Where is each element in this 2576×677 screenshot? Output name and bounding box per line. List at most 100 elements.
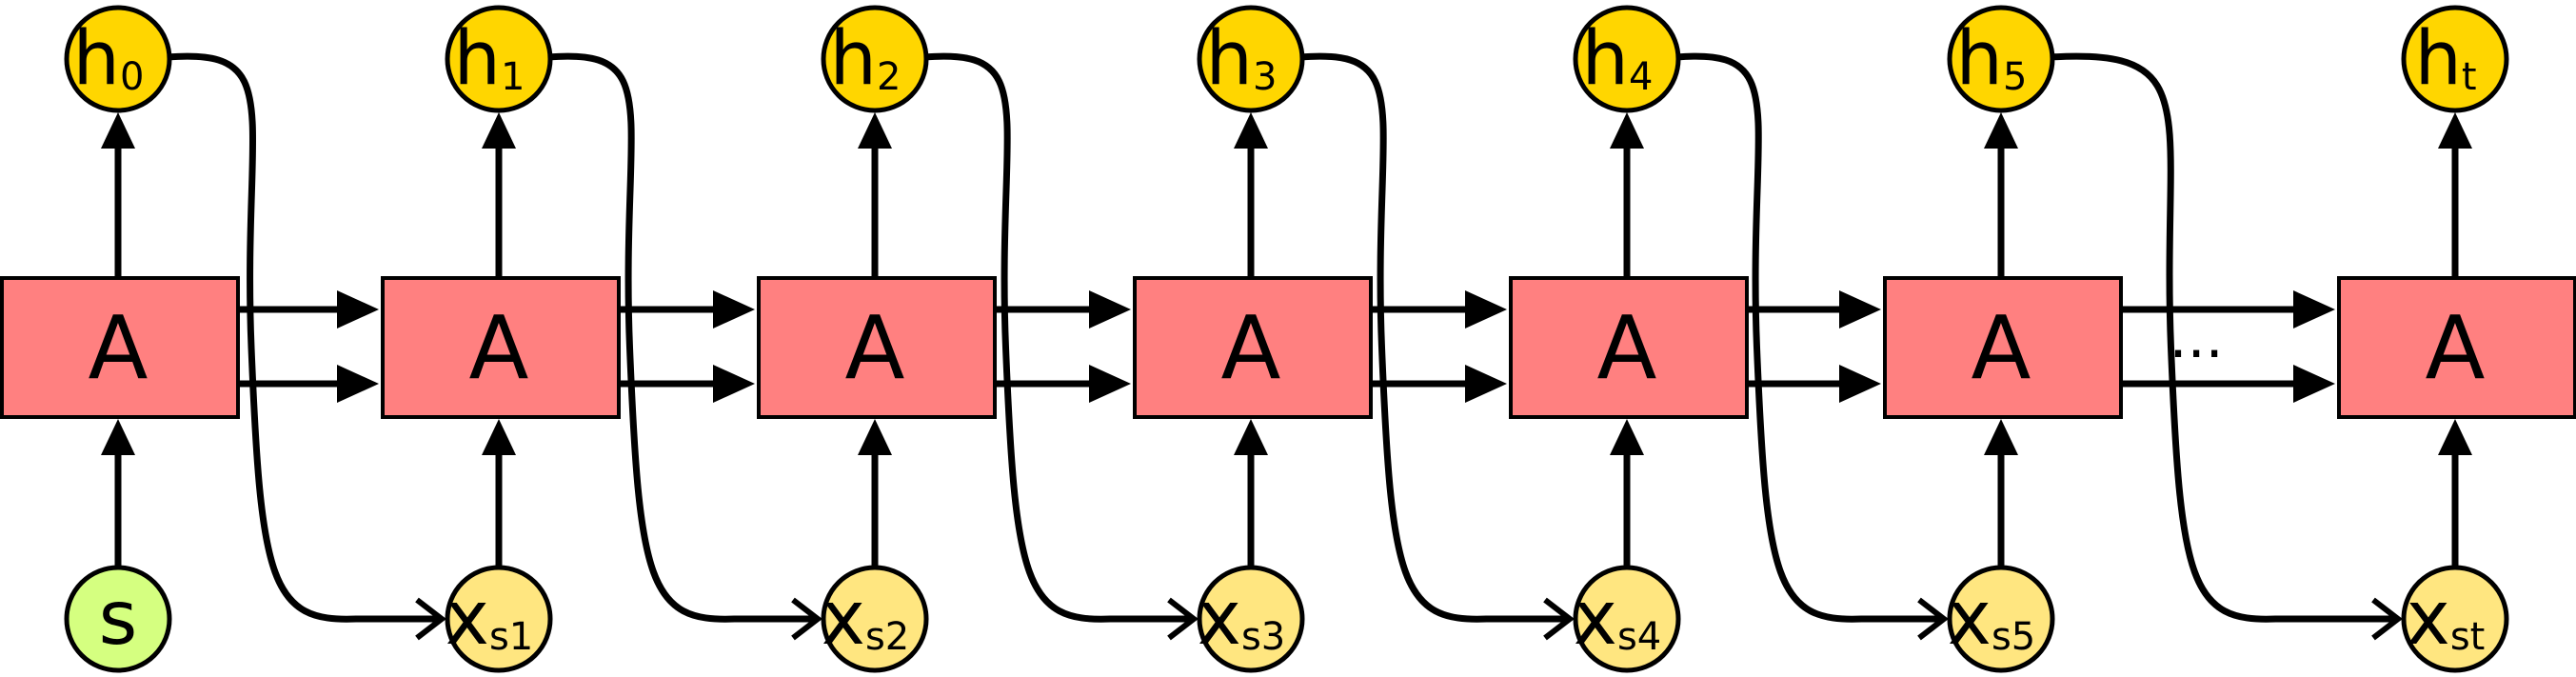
input-node-subscript: s5 xyxy=(1991,615,2035,659)
start-node xyxy=(64,565,172,673)
state-arrowhead xyxy=(1465,290,1507,329)
rnn-cell xyxy=(1883,276,2123,419)
input-node-label: xs3 xyxy=(1198,576,1285,662)
state-arrowhead xyxy=(1089,365,1131,403)
output-node xyxy=(821,5,929,113)
output-arrowhead xyxy=(1234,112,1268,149)
output-arrowhead xyxy=(1984,112,2018,149)
input-node-main: x xyxy=(2407,576,2450,662)
output-node-main: h xyxy=(1956,16,2003,102)
input-node-main: x xyxy=(1198,576,1241,662)
feedback-curve xyxy=(167,52,442,623)
output-node-subscript: 2 xyxy=(877,55,901,99)
input-arrowhead xyxy=(2438,419,2472,455)
input-node-main: x xyxy=(1948,576,1991,662)
output-node-label: h2 xyxy=(830,16,902,102)
feedback-curve xyxy=(1299,52,1570,623)
feedback-curve xyxy=(923,52,1194,623)
output-node xyxy=(64,5,172,113)
input-node-label: xs2 xyxy=(822,576,909,662)
input-node-main: x xyxy=(446,576,489,662)
start-node-label: s xyxy=(99,576,138,662)
input-arrowhead xyxy=(1610,419,1644,455)
input-node-label: xs5 xyxy=(1948,576,2035,662)
output-node xyxy=(1573,5,1681,113)
rnn-cell xyxy=(1509,276,1749,419)
input-node-label: xs1 xyxy=(446,576,533,662)
feedback-curve xyxy=(2050,52,2398,623)
output-node-label: h3 xyxy=(1206,16,1278,102)
input-node xyxy=(1197,565,1305,673)
rnn-cell-label: A xyxy=(2426,297,2486,399)
ellipsis-label: ... xyxy=(2170,305,2224,371)
state-arrowhead xyxy=(337,290,379,329)
output-arrowhead xyxy=(1610,112,1644,149)
output-arrowhead xyxy=(858,112,892,149)
state-arrowhead xyxy=(713,365,755,403)
output-node-label: h1 xyxy=(454,16,525,102)
input-node-subscript: st xyxy=(2450,615,2486,659)
input-node xyxy=(821,565,929,673)
input-node-label: xst xyxy=(2407,576,2486,662)
output-node-subscript: t xyxy=(2462,55,2477,99)
state-arrowhead xyxy=(1839,290,1881,329)
output-node-label: ht xyxy=(2414,16,2476,102)
state-arrowhead xyxy=(1465,365,1507,403)
output-node-label: h4 xyxy=(1582,16,1654,102)
input-node-subscript: s2 xyxy=(865,615,909,659)
rnn-cell xyxy=(2337,276,2576,419)
rnn-cell-label: A xyxy=(1221,297,1281,399)
output-node-subscript: 0 xyxy=(120,55,144,99)
state-arrowhead xyxy=(2293,365,2335,403)
state-arrowhead xyxy=(713,290,755,329)
output-node-subscript: 5 xyxy=(2003,55,2027,99)
rnn-cell-label: A xyxy=(845,297,905,399)
output-node-main: h xyxy=(1582,16,1629,102)
output-node-main: h xyxy=(2414,16,2461,102)
output-node-main: h xyxy=(830,16,877,102)
feedback-curve xyxy=(547,52,818,623)
state-arrowhead xyxy=(1839,365,1881,403)
output-node-subscript: 3 xyxy=(1253,55,1277,99)
rnn-cell xyxy=(757,276,997,419)
output-node xyxy=(445,5,553,113)
feedback-arrowhead xyxy=(1543,597,1575,641)
rnn-cell-label: A xyxy=(1597,297,1657,399)
output-arrowhead xyxy=(2438,112,2472,149)
output-node-main: h xyxy=(73,16,120,102)
feedback-curve xyxy=(1675,52,1944,623)
output-node-label: h0 xyxy=(73,16,145,102)
input-node-main: x xyxy=(822,576,865,662)
rnn-cell xyxy=(1133,276,1373,419)
input-arrowhead xyxy=(858,419,892,455)
input-arrowhead xyxy=(101,419,135,455)
output-node-main: h xyxy=(1206,16,1253,102)
rnn-cell-label: A xyxy=(469,297,529,399)
output-node xyxy=(1197,5,1305,113)
feedback-arrowhead xyxy=(415,597,446,641)
feedback-arrowhead xyxy=(1917,597,1949,641)
input-arrowhead xyxy=(1984,419,2018,455)
input-node-label: xs4 xyxy=(1574,576,1661,662)
input-node xyxy=(1573,565,1681,673)
output-node-label: h5 xyxy=(1956,16,2028,102)
input-node xyxy=(2401,565,2509,673)
edges-layer xyxy=(101,52,2472,641)
feedback-arrowhead xyxy=(791,597,822,641)
rnn-cell-label: A xyxy=(89,297,149,399)
output-node xyxy=(2401,5,2509,113)
state-arrowhead xyxy=(337,365,379,403)
input-node-main: x xyxy=(1574,576,1617,662)
state-arrowhead xyxy=(1089,290,1131,329)
input-arrowhead xyxy=(1234,419,1268,455)
input-node-subscript: s3 xyxy=(1241,615,1285,659)
feedback-arrowhead xyxy=(2371,597,2403,641)
input-node-subscript: s4 xyxy=(1617,615,1661,659)
start-node-main: s xyxy=(99,576,138,662)
output-arrowhead xyxy=(482,112,516,149)
feedback-arrowhead xyxy=(1167,597,1199,641)
output-node-subscript: 1 xyxy=(501,55,525,99)
rnn-cell xyxy=(0,276,240,419)
